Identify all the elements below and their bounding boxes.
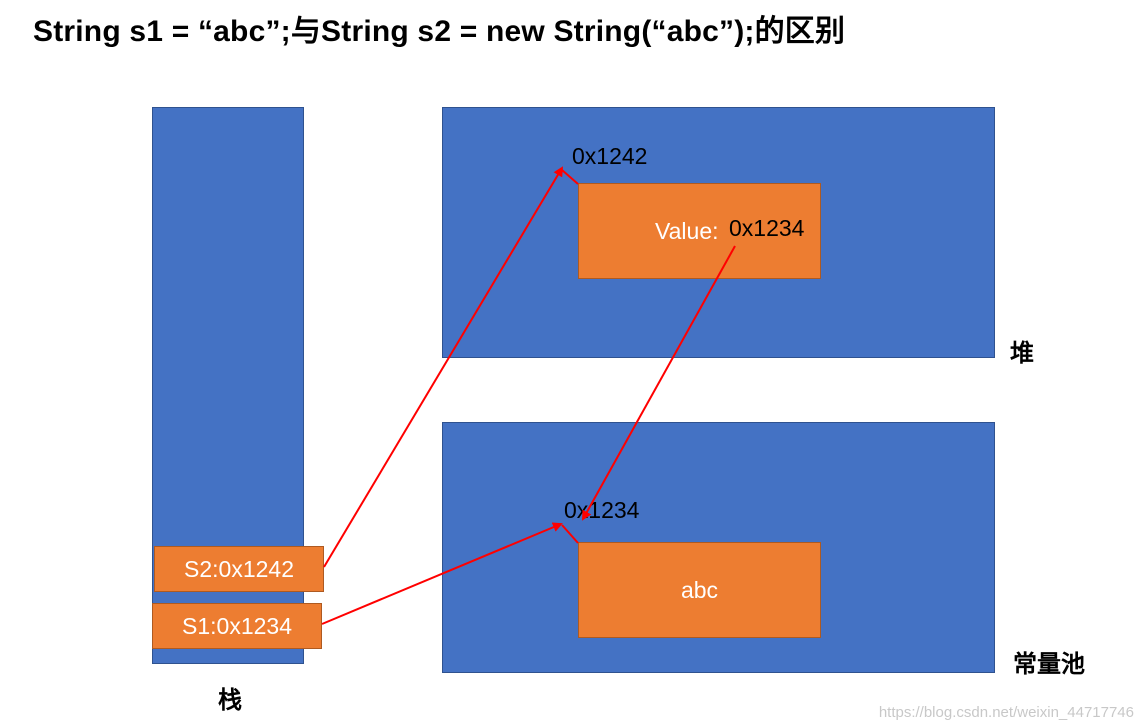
heap-address-label: 0x1242 [572,143,648,169]
stack-s2-box: S2:0x1242 [154,546,324,592]
stack-label: 栈 [218,687,242,714]
heap-address-tick [561,169,579,185]
pool-address-tick [561,524,579,544]
watermark: https://blog.csdn.net/weixin_44717746 [878,704,1134,721]
pool-string-value: abc [680,576,719,603]
arrow-s1-to-pool [321,522,563,625]
page-title: String s1 = “abc”;与String s2 = new Strin… [33,15,846,48]
pool-string-box: abc [578,542,821,638]
arrow-s2-to-heap [323,166,564,568]
pool-address-label: 0x1234 [564,497,640,523]
heap-value-prefix: Value: [655,218,719,244]
heap-object-box: Value: 0x1234 [578,183,821,279]
heap-label: 堆 [1010,340,1034,367]
constant-pool-label: 常量池 [1013,651,1085,678]
stack-s1-box: S1:0x1234 [152,603,322,649]
heap-value-address: 0x1234 [729,215,805,241]
arrow-heap-to-pool [582,245,736,521]
stack-s2-label: S2:0x1242 [184,555,294,582]
stack-s1-label: S1:0x1234 [182,612,292,639]
